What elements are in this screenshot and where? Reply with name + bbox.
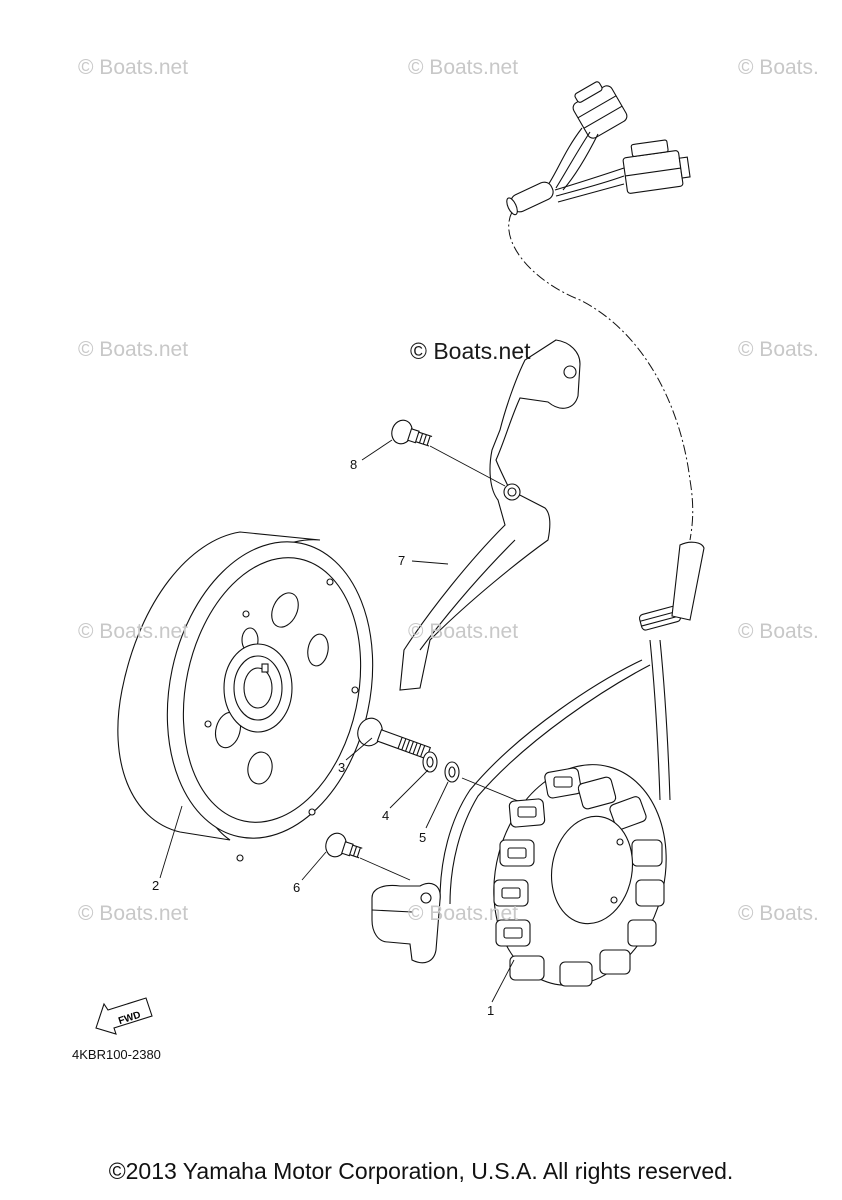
part-8-guide-line [429,445,506,487]
watermark: © Boats. [738,620,819,643]
callout-3: 3 [338,760,346,775]
watermark: © Boats.net [78,56,189,79]
part-1-stator [439,541,705,987]
fwd-arrow-icon: FWD [95,997,153,1035]
watermark: © Boats.net [78,902,189,925]
watermark: © Boats.net [408,56,519,79]
callout-6: 6 [293,880,301,895]
part-7-plate [399,339,581,691]
watermark: © Boats. [738,902,819,925]
part-4-washer [422,751,438,773]
part-2-flywheel [117,531,374,862]
callout-2: 2 [152,878,160,893]
part-5-washer [444,761,460,783]
center-watermark: © Boats.net [410,338,531,364]
callout-4: 4 [382,808,390,823]
watermark: © Boats. [738,56,819,79]
pickup-coil [371,882,441,964]
part-8-screw [391,419,433,447]
watermark: © Boats.net [408,620,519,643]
copyright-footer: ©2013 Yamaha Motor Corporation, U.S.A. A… [108,1158,734,1184]
callout-1: 1 [487,1003,495,1018]
watermark: © Boats.net [78,338,189,361]
wire-harness [506,81,694,541]
callout-5: 5 [419,830,427,845]
callout-7: 7 [398,553,406,568]
watermark: © Boats.net [408,902,519,925]
part-6-guide-line [359,857,411,881]
watermark: © Boats. [738,338,819,361]
callout-8: 8 [350,457,358,472]
diagram-code: 4KBR100-2380 [72,1047,161,1062]
part-3-bolt [357,717,432,760]
watermark: © Boats.net [78,620,189,643]
callout-leaders [159,439,515,1003]
part-6-screw [325,832,363,859]
